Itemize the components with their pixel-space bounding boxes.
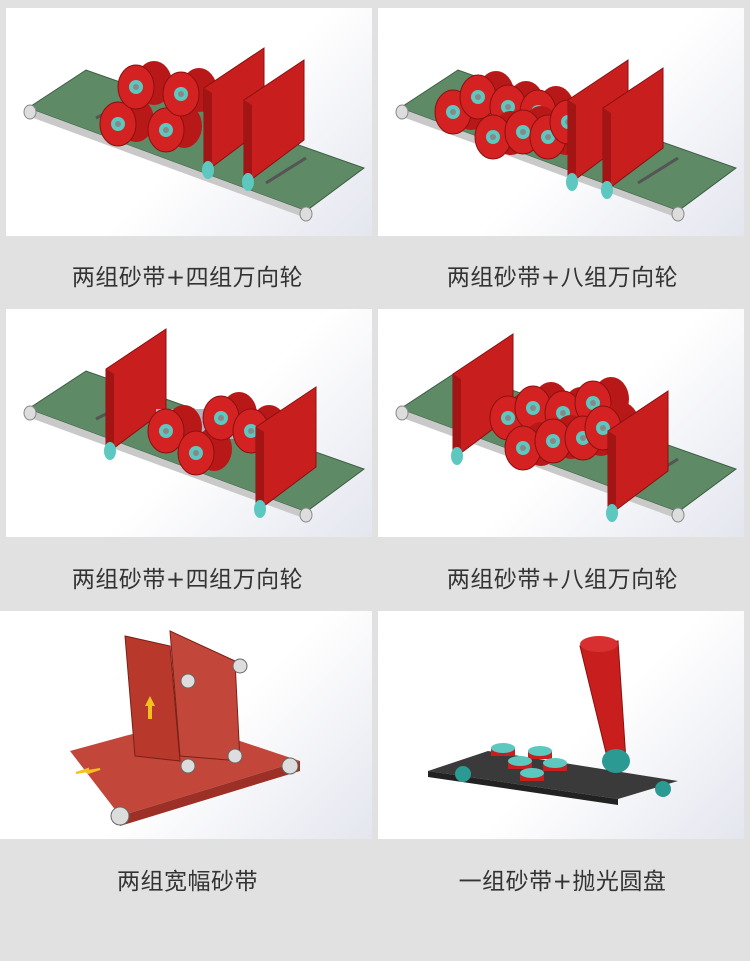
arrow-right-icon [75,767,101,775]
product-image-4 [378,309,744,537]
product-image-5 [0,611,372,839]
caption-6: 一组砂带+抛光圆盘 [458,869,667,895]
machine-illustration [394,59,738,223]
product-image-6 [378,611,744,839]
caption-1: 两组砂带+四组万向轮 [71,265,304,291]
machine-illustration [22,47,366,223]
machine-illustration [22,328,366,524]
caption-5: 两组宽幅砂带 [117,869,258,895]
product-image-1 [6,8,372,236]
caption-2: 两组砂带+八组万向轮 [446,265,679,291]
machine-illustration [394,333,738,524]
product-image-3 [6,309,372,537]
machine-illustration [428,636,678,805]
machine-illustration [70,630,300,826]
caption-4: 两组砂带+八组万向轮 [446,567,679,593]
product-image-2 [378,8,744,236]
arrow-up-icon [145,696,155,719]
caption-3: 两组砂带+四组万向轮 [71,567,304,593]
